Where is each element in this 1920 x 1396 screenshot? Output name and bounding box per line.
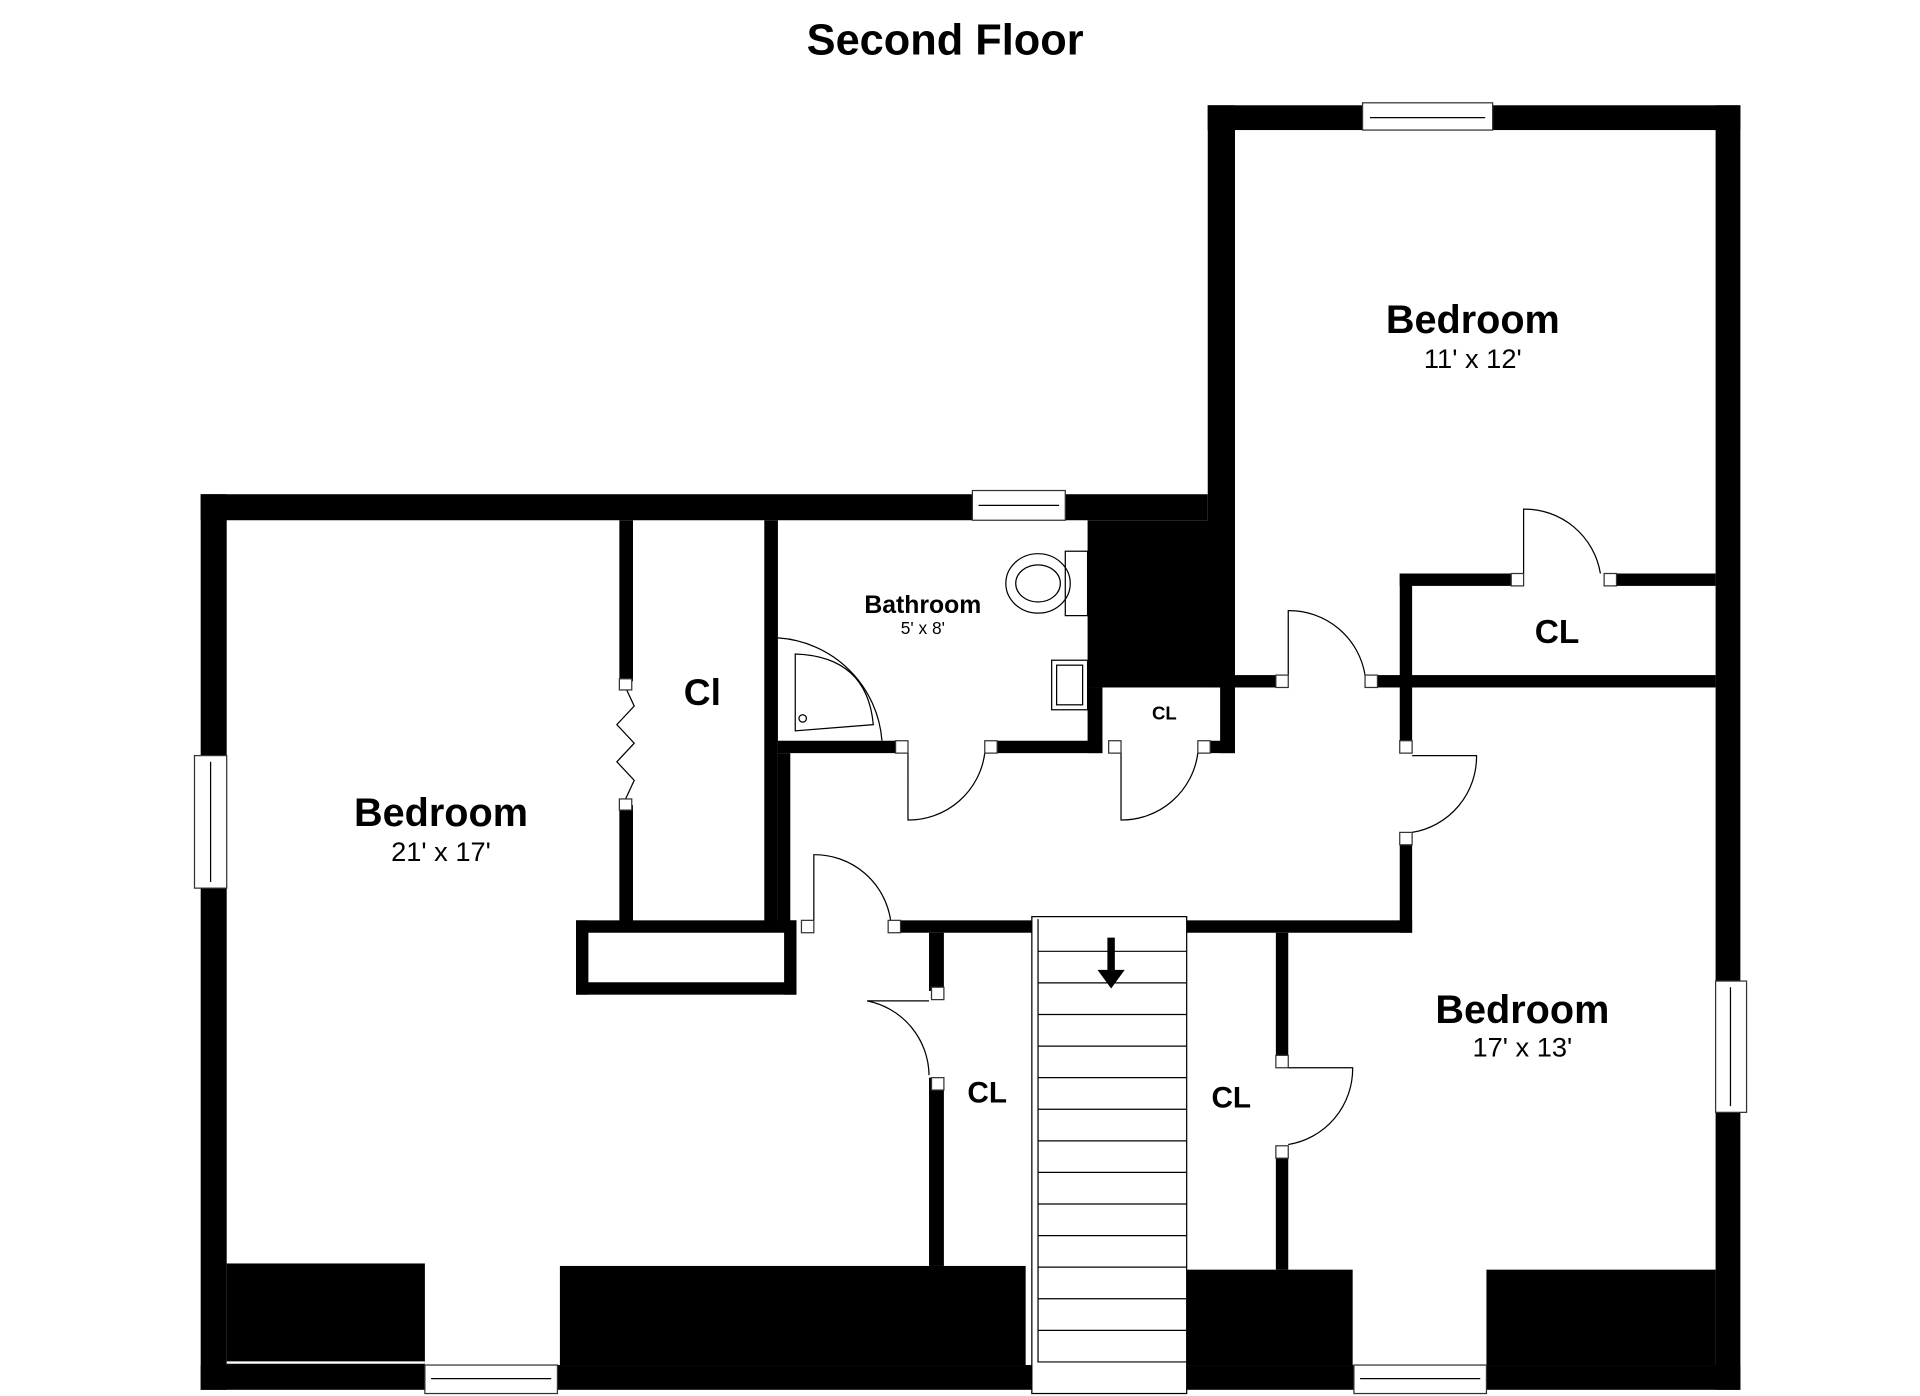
- room-size: 11' x 12': [1424, 343, 1522, 374]
- closet-label: Cl: [684, 671, 721, 713]
- room-size: 21' x 17': [391, 836, 491, 867]
- room-name: Bedroom: [354, 791, 528, 835]
- room-name: Bathroom: [864, 592, 981, 619]
- sink-icon: [1051, 659, 1089, 711]
- room-name: Bedroom: [1435, 988, 1609, 1032]
- closet-label: CL: [1535, 614, 1580, 651]
- room-name: Bedroom: [1386, 298, 1560, 342]
- window: [1361, 102, 1494, 131]
- windows: [193, 102, 1748, 1395]
- bathroom-fixtures: [777, 550, 1089, 741]
- doors: [616, 508, 1618, 1159]
- bifold-door: [616, 687, 636, 800]
- shower-icon: [777, 637, 883, 741]
- room-labels: Bedroom 11' x 12' Bedroom 21' x 17' Bedr…: [354, 298, 1609, 1114]
- stairs: [1031, 916, 1188, 1395]
- toilet-icon: [1005, 553, 1071, 614]
- room-size: 17' x 13': [1472, 1032, 1572, 1063]
- closet-label: CL: [967, 1076, 1007, 1109]
- room-size: 5' x 8': [901, 618, 945, 638]
- floor-title: Second Floor: [807, 17, 1084, 65]
- closet-label: CL: [1152, 703, 1177, 724]
- closet-label: CL: [1211, 1081, 1251, 1114]
- arrow-down-icon: [1097, 937, 1125, 989]
- toilet-tank: [1064, 550, 1089, 617]
